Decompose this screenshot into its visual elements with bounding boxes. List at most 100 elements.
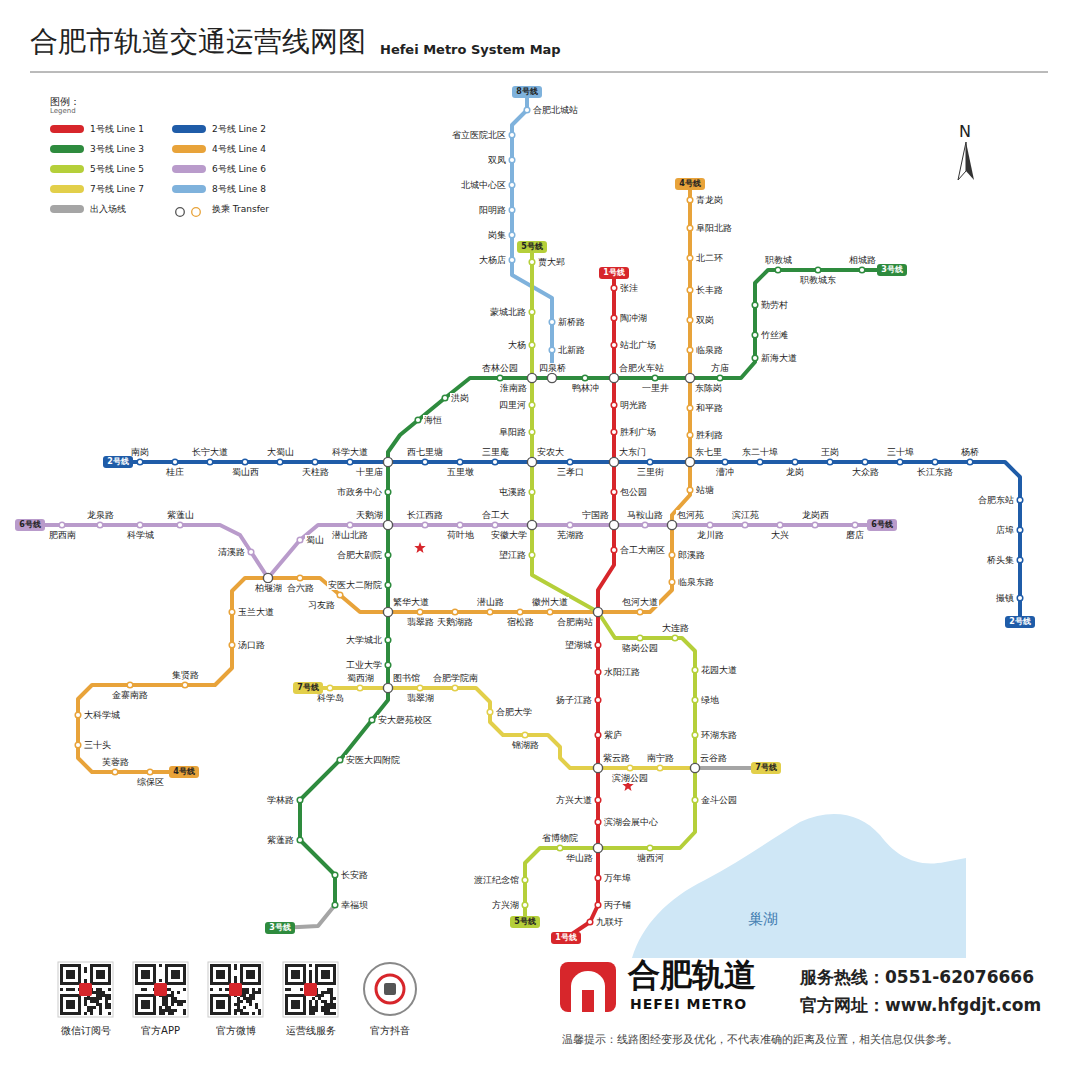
station-dot: [229, 609, 235, 615]
qr-code: [237, 1009, 240, 1012]
qr-code: [99, 991, 102, 994]
line-number: 2号线: [107, 457, 129, 466]
station-dot: [337, 592, 343, 598]
station-dot: [1017, 527, 1023, 533]
qr-caption: 官方APP: [141, 1024, 180, 1038]
station-dot: [529, 552, 535, 558]
station-dot: [757, 459, 763, 465]
qr-code: [318, 994, 321, 997]
qr-code: [330, 1006, 333, 1009]
qr-code: [252, 994, 255, 997]
station-name: 龙泉路: [86, 510, 115, 520]
station-name: 习友路: [307, 600, 336, 610]
station-name: 翡翠路: [406, 617, 435, 627]
station-dot: [1017, 595, 1023, 601]
qr-code: [58, 962, 113, 1017]
station-name: 集贤路: [171, 670, 200, 680]
legend-swatch: [50, 145, 84, 153]
station-dot: [567, 459, 573, 465]
station-dot: [652, 375, 658, 381]
station-name: 杏林公园: [481, 363, 519, 373]
station-name: 安大磬苑校区: [377, 715, 433, 725]
station-name: 大蜀山: [266, 447, 295, 457]
qr-code: [219, 988, 222, 991]
station-name: 陶冲湖: [619, 313, 648, 323]
station-dot: [611, 285, 617, 291]
station-name: 天鹅湖: [355, 510, 384, 520]
qr-code: [159, 1006, 162, 1009]
qr-code: [162, 1003, 165, 1006]
line-badge: 8号线: [512, 86, 542, 98]
qr-code: [102, 991, 105, 994]
station-name: 明光路: [619, 400, 648, 410]
qr-code: [208, 962, 263, 1017]
qr-code: [234, 979, 237, 982]
station-dot: [75, 742, 81, 748]
station-dot: [347, 522, 353, 528]
station-name: 屯溪路: [498, 487, 527, 497]
station-name: 南岗: [130, 447, 150, 457]
qr-caption: 官方抖音: [370, 1024, 410, 1038]
qr-code: [90, 1006, 93, 1009]
station-dot: [567, 522, 573, 528]
station-dot: [529, 309, 535, 315]
qr-code: [144, 988, 147, 991]
station-dot: [147, 769, 153, 775]
station-name: 双岗: [695, 315, 715, 325]
station-name: 洪岗: [450, 393, 470, 403]
station-name: 扬子江路: [555, 695, 593, 705]
station-dot: [509, 157, 515, 163]
station-name: 站塘: [695, 485, 715, 495]
station-dot: [509, 207, 515, 213]
station-name: 东陈岗: [694, 383, 723, 393]
qr-code: [84, 970, 87, 973]
station-name: 包公园: [619, 487, 648, 497]
transfer-station: [667, 520, 676, 529]
station-name: 蜀山: [305, 535, 325, 545]
qr-code: [90, 1012, 93, 1015]
station-dot: [752, 302, 758, 308]
qr-code: [240, 1000, 243, 1003]
legend-text: 7号线 Line 7: [90, 184, 144, 195]
station-dot: [207, 459, 213, 465]
qr-code: [309, 1009, 312, 1012]
qr-code: [96, 1000, 99, 1003]
qr-code: [141, 970, 150, 979]
station-name: 长丰路: [695, 285, 724, 295]
qr-code: [177, 991, 180, 994]
station-name: 大科学城: [83, 710, 121, 720]
transfer-station: [383, 457, 392, 466]
qr-code: [69, 988, 72, 991]
qr-code: [84, 967, 87, 970]
station-dot: [417, 685, 423, 691]
qr-code: [252, 1012, 255, 1015]
qr-code: [171, 1012, 174, 1015]
qr-code: [240, 1009, 243, 1012]
qr-code: [237, 1006, 240, 1009]
station-name: 站北广场: [619, 340, 657, 350]
qr-code: [171, 997, 174, 1000]
station-name: 方兴湖: [491, 900, 520, 910]
station-name: 职教城: [764, 255, 793, 265]
qr-code: [283, 962, 338, 1017]
qr-code: [234, 964, 237, 967]
qr-code: [327, 988, 330, 991]
station-dot: [509, 257, 515, 263]
station-name: 科学城: [126, 530, 155, 540]
station-name: 龙川路: [696, 530, 725, 540]
line-number: 7号线: [297, 683, 319, 692]
transfer-symbol: [172, 203, 206, 215]
station-name: 临泉东路: [677, 577, 715, 587]
qr-code: [309, 979, 312, 982]
qr-code: [309, 1006, 312, 1009]
station-name: 长江东路: [916, 467, 954, 477]
qr-code: [318, 997, 321, 1000]
line-badge: 5号线: [510, 916, 540, 928]
station-name: 贾大郢: [537, 257, 566, 267]
station-dot: [595, 875, 601, 881]
qr-code: [285, 994, 306, 1015]
station-name: 芜湖路: [556, 530, 585, 540]
station-dot: [752, 355, 758, 361]
station-name: 方庙: [710, 363, 730, 373]
